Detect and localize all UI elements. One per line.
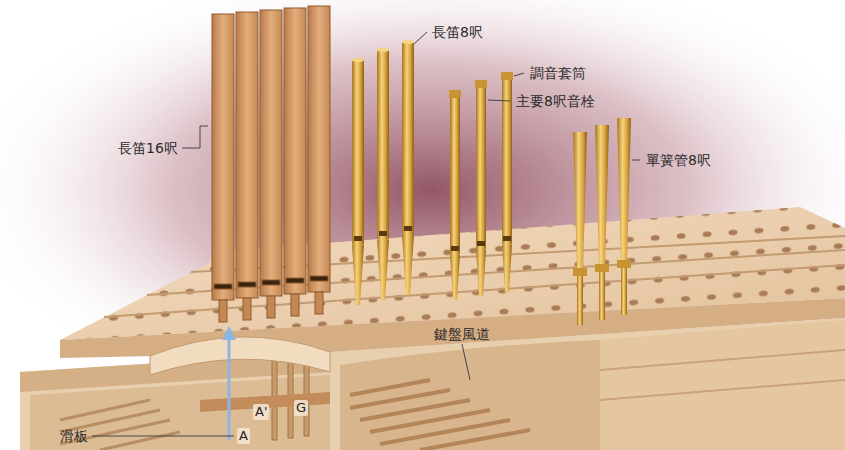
airflow-arrow	[222, 326, 236, 440]
metal-pipe	[377, 48, 389, 300]
part-label: 鍵盤風道	[432, 326, 492, 342]
wood-pipe	[236, 12, 258, 320]
cut-edge	[150, 337, 330, 375]
part-label: 長笛8呎	[430, 24, 485, 40]
metal-pipe	[501, 72, 513, 292]
part-label: 滑板	[58, 428, 90, 444]
leader-lines	[92, 32, 640, 436]
principal-pipes	[449, 72, 513, 300]
key-channel-cutaway	[340, 340, 600, 450]
channel-ribs	[350, 380, 530, 450]
chest-lines	[600, 350, 845, 400]
chest-right	[600, 320, 845, 450]
valve-letter: G	[294, 400, 308, 416]
part-label: 主要8呎音栓	[514, 93, 597, 109]
part-label: 長笛16呎	[116, 140, 180, 156]
part-label: 單簧管8呎	[644, 152, 713, 168]
flute-pipes	[352, 40, 414, 305]
metal-pipe	[402, 40, 414, 295]
wooden-pipes	[212, 6, 330, 322]
wood-pipe	[308, 6, 330, 314]
cutaway-left	[30, 375, 330, 450]
wood-pipe	[212, 14, 234, 322]
part-label: 調音套筒	[528, 65, 588, 81]
wood-pipe	[260, 10, 282, 318]
reed-pipe	[617, 118, 631, 315]
valve-letter: A'	[253, 404, 269, 420]
wood-pipe	[284, 8, 306, 316]
valve-letter: A	[237, 428, 250, 444]
reed-pipes	[573, 118, 631, 325]
metal-pipe	[352, 58, 364, 305]
metal-pipe	[449, 90, 461, 300]
reed-pipe	[595, 125, 609, 320]
reed-pipe	[573, 132, 587, 325]
metal-pipe	[475, 80, 487, 296]
